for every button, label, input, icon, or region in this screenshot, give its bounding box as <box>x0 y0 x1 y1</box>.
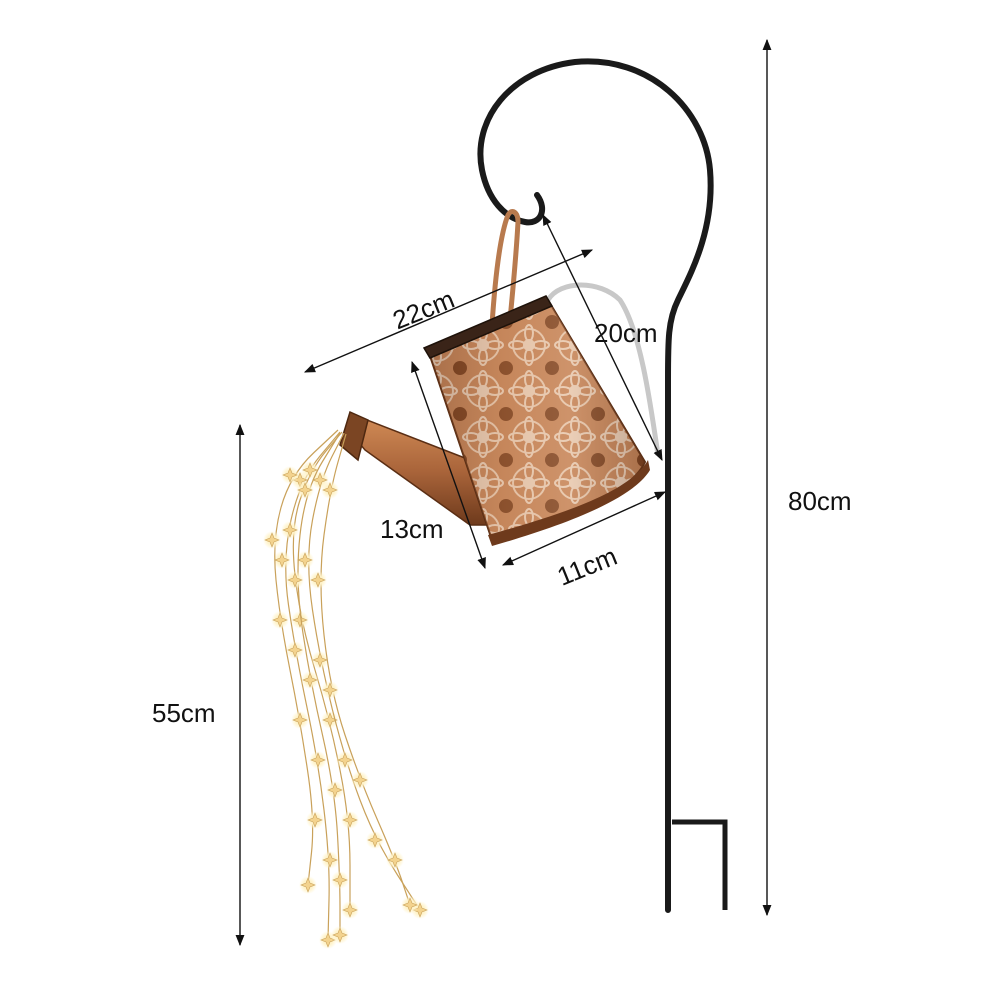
star-light <box>341 901 359 919</box>
label-light-length: 55cm <box>152 698 216 728</box>
stake-foot <box>672 819 728 910</box>
star-light <box>286 641 304 659</box>
star-light <box>351 771 369 789</box>
string-lights <box>263 429 429 949</box>
label-can-base: 11cm <box>553 541 621 592</box>
star-light <box>309 571 327 589</box>
dim-line-can-height <box>542 213 663 462</box>
light-strand <box>292 431 351 910</box>
star-light <box>299 876 317 894</box>
label-can-height: 20cm <box>594 318 658 348</box>
star-light <box>291 711 309 729</box>
star-light <box>281 521 299 539</box>
light-strand <box>274 429 339 886</box>
star-light <box>273 551 291 569</box>
label-total-height: 80cm <box>788 486 852 516</box>
star-light <box>271 611 289 629</box>
light-strand <box>297 432 341 935</box>
light-strand <box>308 432 421 911</box>
star-light <box>341 811 359 829</box>
star-light <box>401 896 419 914</box>
star-light <box>263 531 281 549</box>
star-light <box>321 681 339 699</box>
star-light <box>331 871 349 889</box>
spout-rose <box>339 410 369 462</box>
star-light <box>321 851 339 869</box>
star-light <box>296 481 314 499</box>
light-strand <box>320 433 411 906</box>
star-light <box>296 551 314 569</box>
dim-line-can-base <box>501 491 667 566</box>
star-light <box>366 831 384 849</box>
label-can-depth: 13cm <box>380 514 444 544</box>
dimension-annotations <box>235 38 772 947</box>
light-strand <box>285 431 341 941</box>
star-light <box>326 781 344 799</box>
star-light <box>386 851 404 869</box>
star-light <box>286 571 304 589</box>
star-light <box>309 751 327 769</box>
star-light <box>311 651 329 669</box>
label-can-length: 22cm <box>388 284 458 336</box>
star-light <box>306 811 324 829</box>
watering-can <box>339 209 661 546</box>
dim-line-can-depth <box>411 360 486 570</box>
star-light <box>281 466 299 484</box>
star-light <box>291 611 309 629</box>
star-light <box>301 671 319 689</box>
star-light <box>336 751 354 769</box>
star-light <box>331 926 349 944</box>
star-light <box>321 481 339 499</box>
